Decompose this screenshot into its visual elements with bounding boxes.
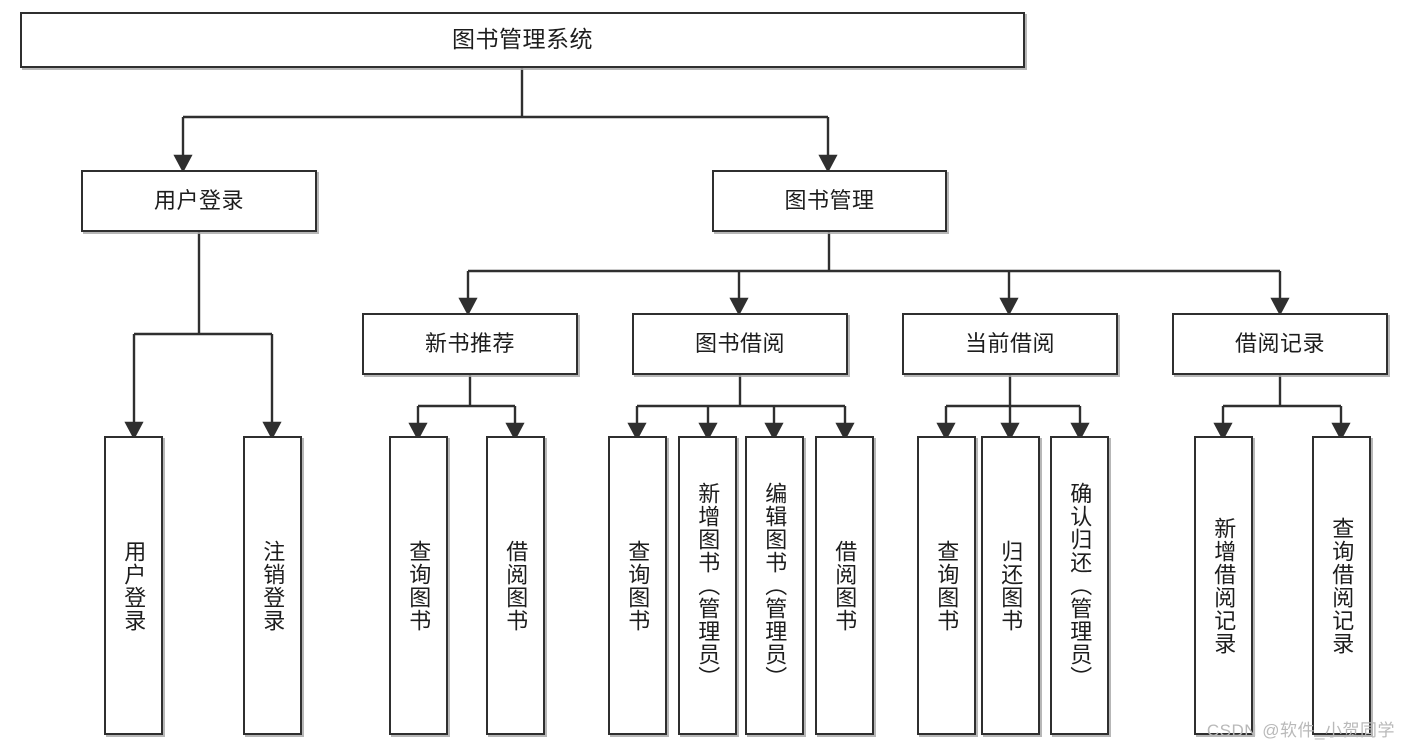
leaf-newbook-borrow-book[interactable]: 借阅图书	[486, 436, 545, 735]
leaf-borrow-edit-book-admin[interactable]: 编辑图书（管理员）	[745, 436, 804, 735]
node-user-login[interactable]: 用户登录	[81, 170, 317, 232]
node-label: 归还图书	[998, 539, 1024, 632]
leaf-borrow-query-book[interactable]: 查询图书	[608, 436, 667, 735]
node-label: 查询图书	[406, 539, 432, 632]
node-borrow-records[interactable]: 借阅记录	[1172, 313, 1388, 375]
leaf-newbook-query-book[interactable]: 查询图书	[389, 436, 448, 735]
node-book-borrow[interactable]: 图书借阅	[632, 313, 848, 375]
leaf-user-logout[interactable]: 注销登录	[243, 436, 302, 735]
node-label: 图书管理系统	[452, 26, 593, 53]
node-label: 新增图书（管理员）	[695, 482, 721, 689]
node-label: 当前借阅	[964, 331, 1055, 357]
node-label: 查询借阅记录	[1329, 516, 1355, 655]
node-label: 查询图书	[934, 539, 960, 632]
node-new-book-recommend[interactable]: 新书推荐	[362, 313, 578, 375]
leaf-user-login[interactable]: 用户登录	[104, 436, 163, 735]
node-label: 注销登录	[260, 539, 286, 632]
node-label: 借阅记录	[1234, 331, 1325, 357]
node-label: 新书推荐	[424, 331, 515, 357]
node-label: 借阅图书	[503, 539, 529, 632]
node-label: 编辑图书（管理员）	[762, 482, 788, 689]
node-label: 确认归还（管理员）	[1067, 482, 1093, 689]
node-label: 查询图书	[625, 539, 651, 632]
node-label: 图书管理	[784, 188, 875, 214]
node-book-management[interactable]: 图书管理	[712, 170, 947, 232]
node-label: 用户登录	[153, 188, 244, 214]
leaf-records-add-record[interactable]: 新增借阅记录	[1194, 436, 1253, 735]
leaf-borrow-lend-book[interactable]: 借阅图书	[815, 436, 874, 735]
leaf-current-return-book[interactable]: 归还图书	[981, 436, 1040, 735]
node-label: 图书借阅	[694, 331, 785, 357]
node-label: 用户登录	[121, 539, 147, 632]
watermark-text: CSDN @软件_小贺同学	[1206, 721, 1395, 740]
leaf-current-confirm-return-admin[interactable]: 确认归还（管理员）	[1050, 436, 1109, 735]
leaf-borrow-add-book-admin[interactable]: 新增图书（管理员）	[678, 436, 737, 735]
node-root-system[interactable]: 图书管理系统	[20, 12, 1025, 68]
leaf-current-query-book[interactable]: 查询图书	[917, 436, 976, 735]
node-current-borrow[interactable]: 当前借阅	[902, 313, 1118, 375]
node-label: 新增借阅记录	[1211, 516, 1237, 655]
node-label: 借阅图书	[832, 539, 858, 632]
leaf-records-query-record[interactable]: 查询借阅记录	[1312, 436, 1371, 735]
